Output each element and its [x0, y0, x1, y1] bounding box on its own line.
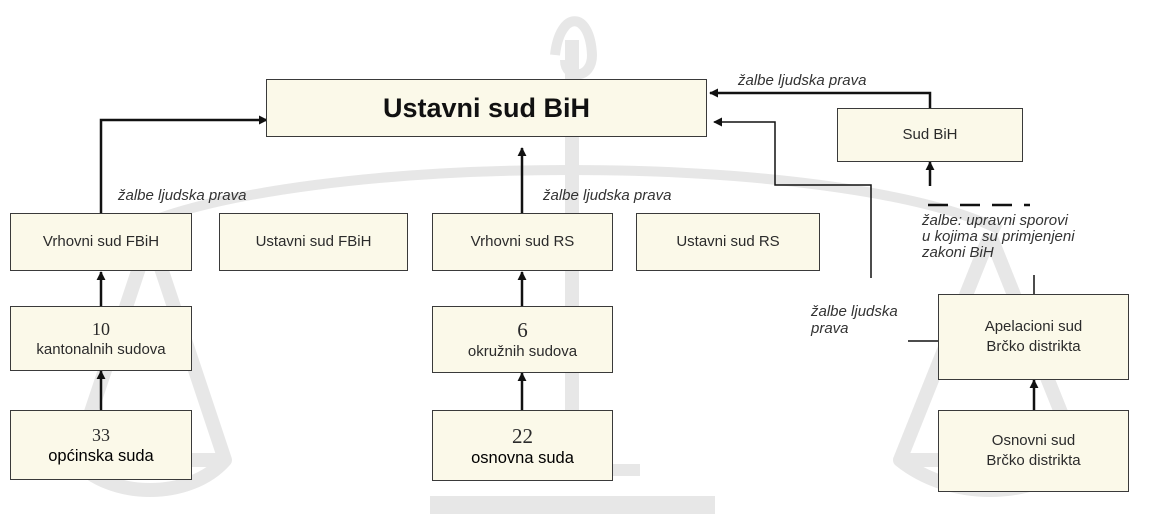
label-appeal-brcko-line2: prava — [811, 320, 849, 337]
box-opcinski-sudovi: 33 općinska suda — [10, 410, 192, 480]
opcinski-count: 33 — [92, 425, 110, 445]
box-kantonalni-sudovi: 10 kantonalnih sudova — [10, 306, 192, 371]
box-ustavni-sud-rs: Ustavni sud RS — [636, 213, 820, 271]
ustavni-sud-rs-label: Ustavni sud RS — [676, 233, 780, 250]
kantonalni-count: 10 — [92, 318, 110, 339]
kantonalni-label: kantonalnih sudova — [36, 340, 166, 358]
osnovni-brcko-line1: Osnovni sud — [991, 432, 1076, 449]
box-ustavni-sud-fbih: Ustavni sud FBiH — [219, 213, 408, 271]
box-sud-bih: Sud BiH — [837, 108, 1023, 162]
ustavni-sud-bih-label: Ustavni sud BiH — [382, 93, 591, 123]
label-appeal-admin-line2: u kojima su primjenjeni — [922, 228, 1075, 245]
label-appeal-brcko: žalbe ljudska prava — [811, 303, 898, 337]
box-okruzni-sudovi: 6 okružnih sudova — [432, 306, 613, 373]
ustavni-sud-fbih-label: Ustavni sud FBiH — [255, 233, 372, 250]
box-osnovni-sudovi: 22 osnovna suda — [432, 410, 613, 481]
opcinski-label: općinska suda — [48, 447, 154, 465]
vrhovni-sud-rs-label: Vrhovni sud RS — [470, 233, 575, 250]
osnovni-count: 22 — [512, 423, 533, 448]
apelacioni-line1: Apelacioni sud — [984, 318, 1083, 335]
box-vrhovni-sud-rs: Vrhovni sud RS — [432, 213, 613, 271]
box-apelacioni-sud-brcko: Apelacioni sud Brčko distrikta — [938, 294, 1129, 380]
box-vrhovni-sud-fbih: Vrhovni sud FBiH — [10, 213, 192, 271]
label-appeal-admin-line1: žalbe: upravni sporovi — [922, 212, 1068, 229]
osnovni-brcko-line2: Brčko distrikta — [986, 452, 1081, 469]
box-ustavni-sud-bih: Ustavni sud BiH — [266, 79, 707, 137]
box-osnovni-sud-brcko: Osnovni sud Brčko distrikta — [938, 410, 1129, 492]
label-appeal-brcko-line1: žalbe ljudska — [811, 303, 898, 320]
apelacioni-line2: Brčko distrikta — [986, 338, 1081, 355]
okruzni-label: okružnih sudova — [467, 342, 578, 360]
okruzni-count: 6 — [517, 317, 528, 342]
osnovni-label: osnovna suda — [471, 448, 574, 467]
arrow-fbih-to-constitutional — [99, 115, 268, 213]
sud-bih-label: Sud BiH — [902, 126, 958, 143]
label-appeal-rs: žalbe ljudska prava — [543, 187, 672, 204]
label-appeal-admin-line3: zakoni BiH — [922, 244, 994, 261]
arrow-brcko-to-constitutional — [713, 117, 872, 278]
label-appeal-admin: žalbe: upravni sporovi u kojima su primj… — [922, 213, 1075, 261]
vrhovni-sud-fbih-label: Vrhovni sud FBiH — [42, 233, 160, 250]
label-appeal-top-right: žalbe ljudska prava — [738, 72, 867, 89]
label-appeal-fbih: žalbe ljudska prava — [118, 187, 247, 204]
